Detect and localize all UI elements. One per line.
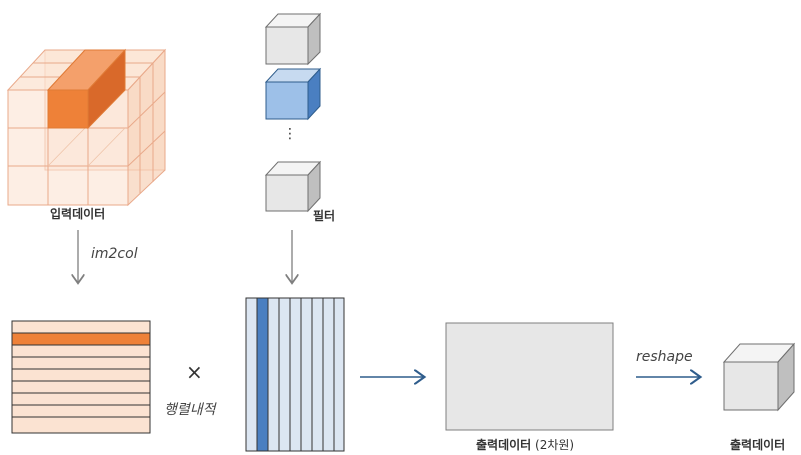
output-2d-label: 출력데이터 (2차원) xyxy=(476,436,574,453)
filter-highlight-column xyxy=(256,297,269,452)
filter-cube-2 xyxy=(264,67,322,121)
output-2d-matrix xyxy=(445,322,614,431)
filter-cube-1 xyxy=(264,12,322,66)
im2col-highlight-row xyxy=(11,332,151,346)
matmul-label: 행렬내적 xyxy=(164,402,216,418)
output-2d-label-suffix: (2차원) xyxy=(531,438,575,452)
output-2d-label-main: 출력데이터 xyxy=(476,438,532,452)
filter-label: 필터 xyxy=(313,209,336,223)
filter-cube-n xyxy=(264,160,322,213)
im2col-label: im2col xyxy=(91,246,138,262)
reshape-label: reshape xyxy=(636,349,693,365)
filter-matrix xyxy=(245,297,345,452)
output-label: 출력데이터 xyxy=(730,438,786,452)
input-data-cube xyxy=(6,48,167,207)
vdots-icon: ⋮ xyxy=(283,126,297,142)
input-data-label: 입력데이터 xyxy=(50,207,106,221)
times-icon: × xyxy=(186,360,203,384)
im2col-matrix xyxy=(11,320,151,434)
input-highlight-column xyxy=(46,48,127,130)
output-cube xyxy=(722,342,796,412)
